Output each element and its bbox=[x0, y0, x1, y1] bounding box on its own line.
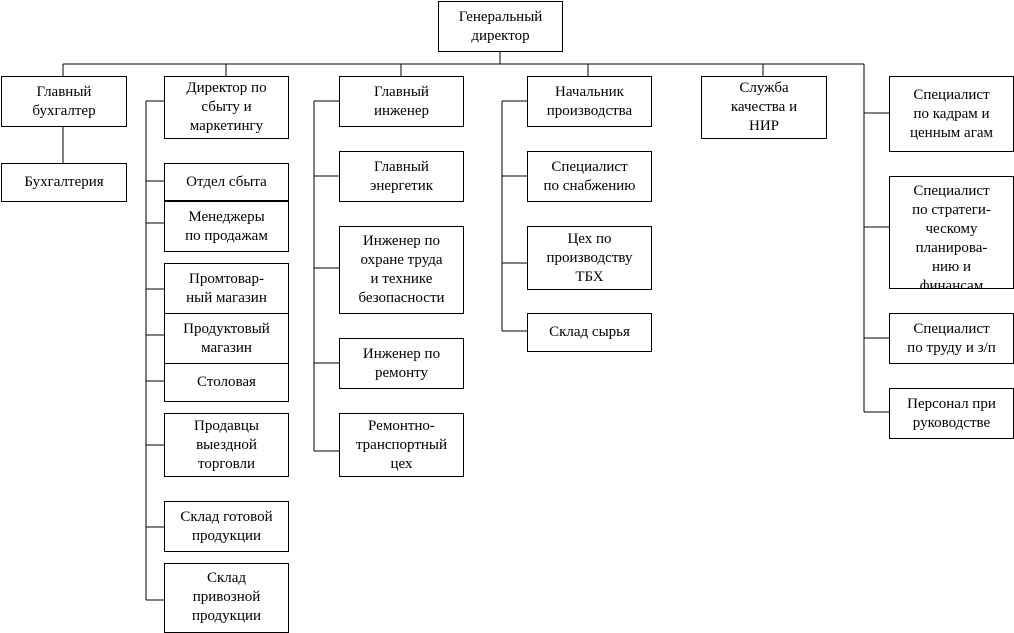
repair-transport-shop-box: Ремонтно- транспортный цех bbox=[339, 413, 464, 477]
imported-goods-warehouse-box: Склад привозной продукции bbox=[164, 563, 289, 633]
chief-power-engineer-box: Главный энергетик bbox=[339, 151, 464, 202]
hr-specialist-box: Специалист по кадрам и ценным агам bbox=[889, 76, 1014, 152]
production-unit-label: Склад сырья bbox=[549, 324, 630, 340]
strategy-specialist-box: Специалист по стратеги- ческому планиров… bbox=[889, 176, 1014, 289]
tbh-production-shop-box: Цех по производству ТБХ bbox=[527, 226, 652, 290]
specialist-label: Специалист по кадрам и ценным агам bbox=[909, 86, 994, 141]
canteen-box: Столовая bbox=[164, 363, 289, 402]
specialist-label: Персонал при руководстве bbox=[907, 395, 996, 431]
raw-materials-warehouse-box: Склад сырья bbox=[527, 313, 652, 352]
chief-engineer-label: Главный инженер bbox=[373, 83, 430, 119]
sales-unit-label: Продавцы выездной торговли bbox=[194, 417, 259, 472]
ceo-box: Генеральный директор bbox=[438, 1, 563, 52]
sales-unit-label: Отдел сбыта bbox=[186, 173, 267, 190]
sales-director-box: Директор по сбыту и маркетингу bbox=[164, 76, 289, 139]
labor-specialist-box: Специалист по труду и з/п bbox=[889, 313, 1014, 364]
ceo-label: Генеральный директор bbox=[458, 8, 543, 44]
accounting-box: Бухгалтерия bbox=[1, 163, 127, 202]
engineering-unit-label: Ремонтно- транспортный цех bbox=[355, 417, 448, 472]
chief-engineer-box: Главный инженер bbox=[339, 76, 464, 127]
repair-engineer-box: Инженер по ремонту bbox=[339, 338, 464, 389]
engineering-unit-label: Инженер по охране труда и технике безопа… bbox=[358, 233, 445, 306]
specialist-label: Специалист по труду и з/п bbox=[907, 320, 996, 356]
goods-store-box: Промтовар- ный магазин bbox=[164, 263, 289, 314]
supply-specialist-box: Специалист по снабжению bbox=[527, 151, 652, 202]
sales-managers-box: Менеджеры по продажам bbox=[164, 201, 289, 252]
production-unit-label: Цех по производству ТБХ bbox=[546, 230, 633, 285]
production-head-box: Начальник производства bbox=[527, 76, 652, 127]
sales-unit-label: Продуктовый магазин bbox=[183, 320, 270, 356]
chief-accountant-box: Главный бухгалтер bbox=[1, 76, 127, 127]
mobile-sellers-box: Продавцы выездной торговли bbox=[164, 413, 289, 477]
production-unit-label: Специалист по снабжению bbox=[543, 158, 636, 194]
specialist-label: Специалист по стратеги- ческому планиров… bbox=[912, 183, 991, 289]
management-staff-box: Персонал при руководстве bbox=[889, 388, 1014, 439]
accounting-label: Бухгалтерия bbox=[24, 174, 104, 190]
production-head-label: Начальник производства bbox=[546, 83, 633, 119]
quality-service-box: Служба качества и НИР bbox=[701, 76, 827, 139]
sales-unit-label: Столовая bbox=[197, 374, 256, 390]
sales-unit-label: Склад привозной продукции bbox=[191, 570, 262, 624]
sales-unit-label: Склад готовой продукции bbox=[180, 508, 273, 544]
chief-accountant-label: Главный бухгалтер bbox=[32, 83, 96, 119]
grocery-store-box: Продуктовый магазин bbox=[164, 313, 289, 364]
safety-engineer-box: Инженер по охране труда и технике безопа… bbox=[339, 226, 464, 314]
engineering-unit-label: Инженер по ремонту bbox=[362, 345, 441, 381]
finished-goods-warehouse-box: Склад готовой продукции bbox=[164, 501, 289, 552]
sales-unit-label: Менеджеры по продажам bbox=[185, 208, 268, 244]
sales-department-box: Отдел сбыта bbox=[164, 163, 289, 201]
engineering-unit-label: Главный энергетик bbox=[369, 158, 434, 194]
quality-service-label: Служба качества и НИР bbox=[730, 80, 798, 134]
sales-unit-label: Промтовар- ный магазин bbox=[186, 270, 267, 306]
sales-director-label: Директор по сбыту и маркетингу bbox=[186, 80, 267, 134]
